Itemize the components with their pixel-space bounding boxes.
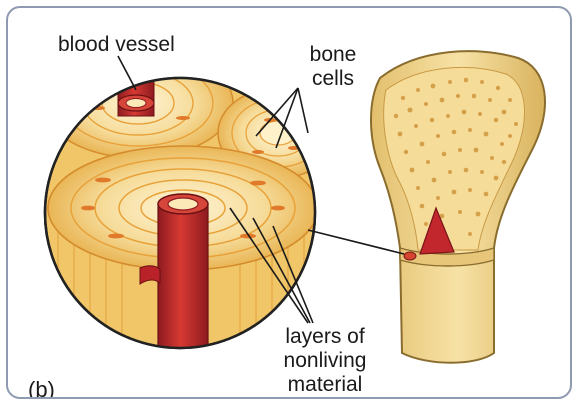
label-bone-cells: bone cells bbox=[293, 43, 373, 91]
label-layers-line-3: material bbox=[270, 373, 380, 397]
label-bone-cells-line-1: bone bbox=[293, 43, 373, 67]
blood-vessel-top bbox=[118, 68, 154, 116]
label-layers-line-2: nonliving bbox=[270, 349, 380, 373]
label-layers: layers of nonliving material bbox=[270, 325, 380, 397]
bone-illustration bbox=[371, 51, 545, 363]
label-bone-cells-line-2: cells bbox=[293, 67, 373, 91]
zoom-connector bbox=[308, 230, 404, 254]
label-layers-line-1: layers of bbox=[270, 325, 380, 349]
label-blood-vessel: blood vessel bbox=[58, 33, 175, 57]
figure-frame: blood vessel bone cells layers of nonliv… bbox=[6, 6, 572, 399]
zoom-source-spot bbox=[404, 252, 416, 260]
panel-label: (b) bbox=[28, 378, 55, 399]
leader-bone-cell-3 bbox=[298, 88, 308, 133]
leader-blood-vessel bbox=[118, 56, 136, 90]
